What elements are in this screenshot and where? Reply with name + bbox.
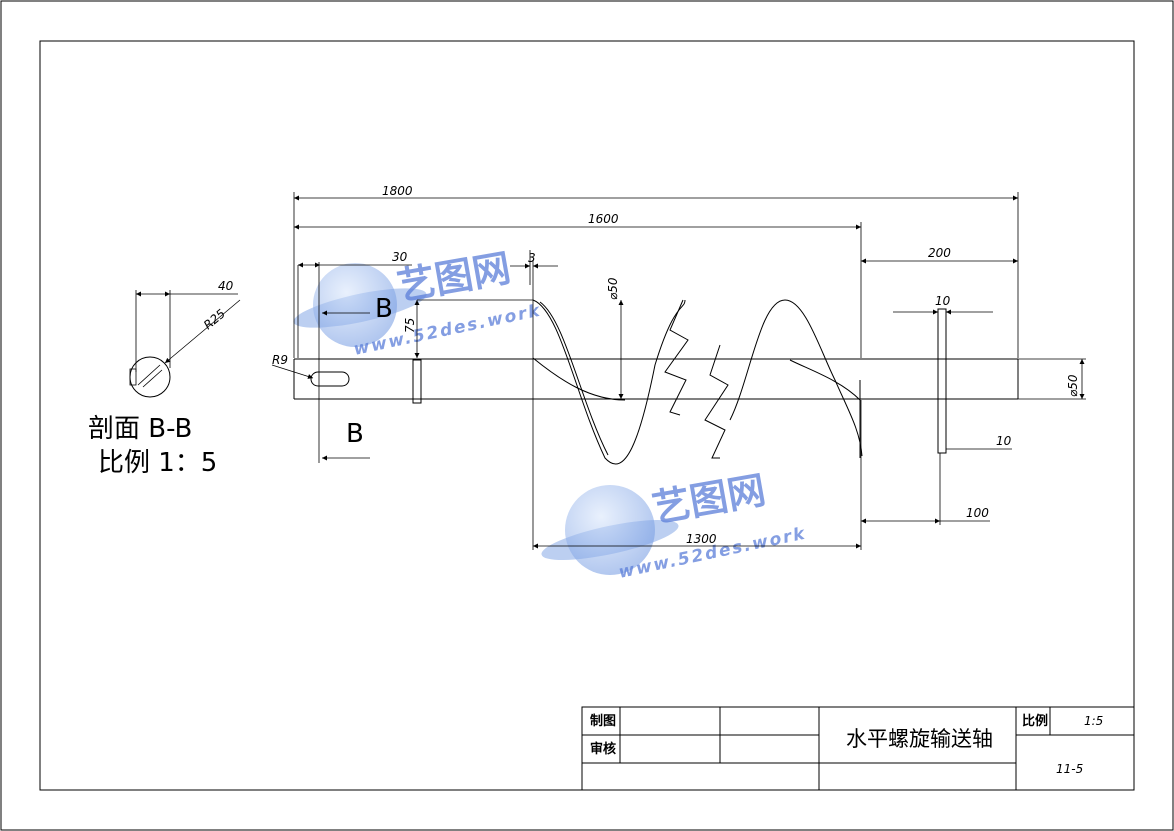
section-scale: 比例 1：5: [98, 448, 217, 478]
dim-end-length: 200: [928, 246, 951, 260]
section-marker-bottom: B: [346, 419, 364, 449]
dimension-lines: 1800 1600 200 30 3 75 ⌀50 ⌀50 10: [293, 184, 1086, 550]
scale-value: 1:5: [1084, 714, 1103, 728]
dim-disc-thickness: 10: [935, 294, 951, 308]
scale-label: 比例: [1022, 713, 1048, 729]
break-line: [664, 299, 689, 416]
dim-disc-to-end: 100: [966, 506, 989, 520]
break-line: [704, 344, 729, 459]
watermark-center: 艺图网 www.52des.work: [541, 468, 808, 583]
drawing-number: 11-5: [1056, 762, 1083, 776]
section-radius-dim: R25: [201, 306, 228, 332]
section-cut-markers: B B: [318, 262, 393, 463]
reviewed-by-label: 审核: [590, 741, 616, 757]
key-pin: [412, 359, 422, 404]
section-keyway: [129, 368, 137, 386]
dim-key-height: 75: [403, 318, 417, 333]
support-disc: [937, 308, 947, 454]
dim-shaft-length: 1600: [588, 212, 619, 226]
title-block: 制图 审核 水平螺旋输送轴 比例 1:5 11-5: [581, 706, 1135, 791]
dim-key-offset: 30: [392, 250, 408, 264]
section-width-dim: 40: [218, 279, 234, 293]
drawing-frame: [39, 40, 1135, 791]
watermark-cn-text: 艺图网: [649, 468, 769, 531]
helical-flight: [532, 299, 686, 465]
dim-disc-offset: 10: [996, 434, 1012, 448]
part-name: 水平螺旋输送轴: [846, 727, 993, 751]
dim-shaft-diameter: ⌀50: [1066, 374, 1080, 397]
section-title: 剖面 B-B: [88, 414, 192, 444]
dim-flight-diameter: ⌀50: [606, 277, 620, 300]
section-marker-top: B: [375, 294, 393, 324]
section-view-bb: 40 R25 剖面 B-B 比例 1：5: [88, 279, 241, 478]
shaft-main-view: R9: [271, 299, 1019, 465]
shaft-slot: [310, 371, 350, 387]
slot-radius-dim: R9: [272, 353, 288, 367]
dim-flight-length: 1300: [686, 532, 717, 546]
drawn-by-label: 制图: [590, 713, 616, 729]
watermark-cn-text: 艺图网: [394, 246, 514, 309]
dim-key-width: 3: [528, 251, 536, 265]
dim-overall-length: 1800: [382, 184, 413, 198]
